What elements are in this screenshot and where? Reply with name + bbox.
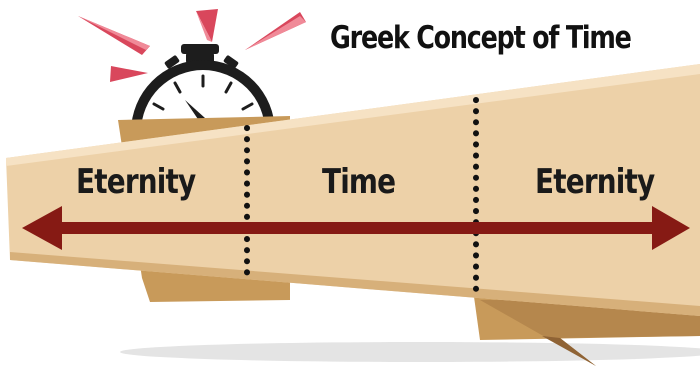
diagram-title: Greek Concept of Time xyxy=(330,20,631,56)
segment-label-eternity-left: Eternity xyxy=(76,162,195,202)
ground-shadow xyxy=(120,342,700,362)
segment-label-eternity-right: Eternity xyxy=(535,162,654,202)
segment-label-time: Time xyxy=(322,162,395,202)
